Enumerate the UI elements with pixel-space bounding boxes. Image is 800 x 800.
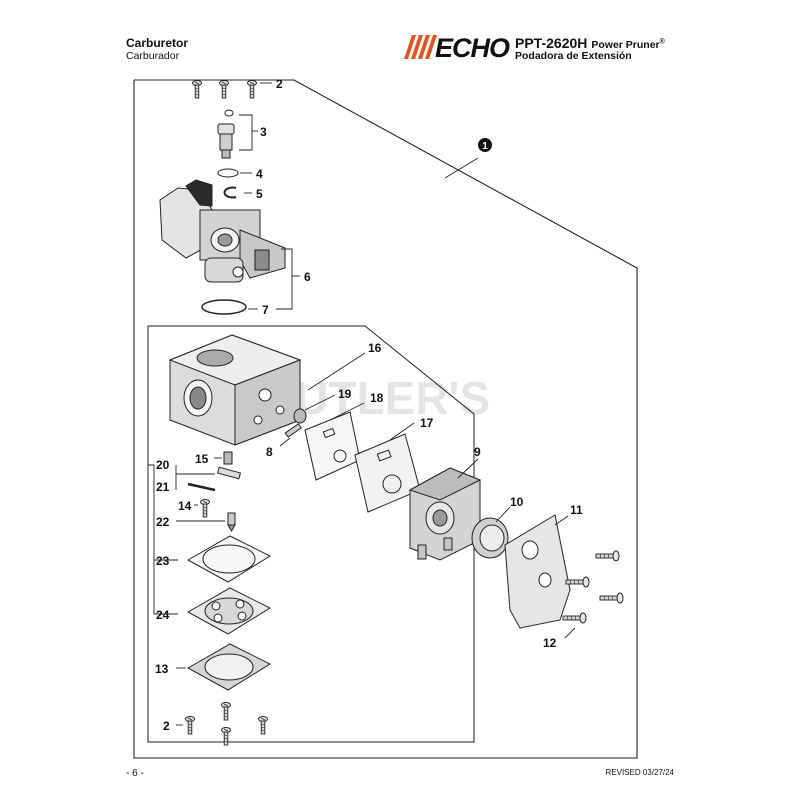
callout-23: 23 bbox=[156, 554, 170, 568]
o-ring-part-7 bbox=[201, 299, 247, 315]
callout-10: 10 bbox=[510, 495, 524, 509]
cover-part-11 bbox=[504, 514, 571, 629]
callout-5: 5 bbox=[256, 187, 263, 201]
clip-part-5 bbox=[223, 186, 237, 199]
callout-20: 20 bbox=[156, 458, 170, 472]
callout-12: 12 bbox=[543, 636, 557, 650]
needle-valve-part-22 bbox=[227, 512, 236, 532]
callout-2-top: 2 bbox=[276, 77, 283, 91]
callout-8: 8 bbox=[266, 445, 273, 459]
callout-13: 13 bbox=[155, 662, 169, 676]
cap-part-19 bbox=[293, 408, 307, 424]
callout-4: 4 bbox=[256, 167, 263, 181]
screw-part-12a bbox=[595, 550, 620, 562]
callout-3: 3 bbox=[260, 125, 267, 139]
screw-part-12d bbox=[562, 612, 587, 624]
spring-part-15 bbox=[223, 451, 233, 465]
product-type-en: Power Pruner bbox=[591, 39, 660, 51]
screw-part-2d bbox=[185, 716, 195, 735]
callout-7: 7 bbox=[262, 303, 269, 317]
lever-part-20 bbox=[216, 466, 242, 480]
leader-lines bbox=[148, 82, 576, 726]
product-type-spanish: Podadora de Extensión bbox=[515, 50, 632, 62]
callout-14: 14 bbox=[178, 499, 192, 513]
screw-part-14 bbox=[200, 499, 210, 518]
callout-6: 6 bbox=[304, 270, 311, 284]
callout-24: 24 bbox=[156, 608, 170, 622]
housing-part-6 bbox=[159, 179, 286, 283]
page-number: - 6 - bbox=[126, 768, 144, 779]
callout-17: 17 bbox=[420, 416, 434, 430]
echo-logo: ECHO bbox=[404, 33, 510, 61]
section-title: Carburetor bbox=[126, 36, 189, 50]
small-o-ring bbox=[224, 109, 234, 117]
callout-11: 11 bbox=[570, 503, 583, 517]
valve-part-3 bbox=[217, 123, 235, 159]
brand-wordmark: ECHO bbox=[435, 33, 510, 61]
callout-19: 19 bbox=[338, 387, 352, 401]
callout-9: 9 bbox=[474, 445, 481, 459]
screw-part-2a bbox=[192, 80, 202, 99]
pin-part-21 bbox=[187, 482, 216, 492]
revision-date: REVISED 03/27/24 bbox=[605, 768, 674, 777]
registered-mark: ® bbox=[659, 38, 665, 46]
carburetor-body bbox=[168, 334, 302, 446]
section-title-spanish: Carburador bbox=[126, 50, 180, 62]
assembly-frame bbox=[133, 79, 638, 759]
screw-part-12c bbox=[599, 592, 624, 604]
page-header-left: Carburetor Carburador bbox=[126, 36, 188, 63]
callout-1-circle bbox=[478, 138, 492, 152]
needle-part-8 bbox=[284, 423, 302, 438]
gasket-part-23 bbox=[186, 535, 272, 583]
pump-body-part-9 bbox=[408, 467, 482, 561]
callout-1: 1 bbox=[482, 141, 488, 152]
washer-part-4 bbox=[217, 168, 239, 178]
callout-16: 16 bbox=[368, 341, 382, 355]
callout-2-bottom: 2 bbox=[163, 719, 170, 733]
callout-21: 21 bbox=[156, 480, 170, 494]
callout-18: 18 bbox=[370, 391, 384, 405]
product-type: Power Pruner® bbox=[591, 38, 665, 52]
screw-part-2c bbox=[247, 80, 257, 99]
carburetor-frame bbox=[147, 325, 475, 743]
callout-15: 15 bbox=[195, 452, 209, 466]
model-number: PPT-2620H bbox=[515, 35, 588, 51]
screw-part-2e bbox=[221, 702, 231, 721]
screw-part-2f bbox=[258, 716, 268, 735]
screw-part-2b bbox=[219, 80, 229, 99]
callout-22: 22 bbox=[156, 515, 170, 529]
